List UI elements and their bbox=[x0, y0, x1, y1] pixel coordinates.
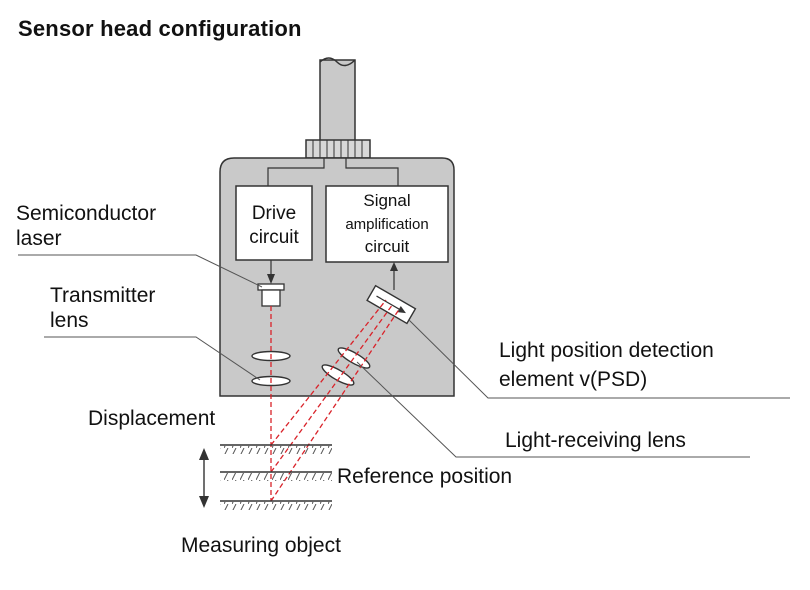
semiconductor-laser-body bbox=[261, 289, 281, 307]
drive-circuit-label-2: circuit bbox=[249, 227, 299, 248]
connector bbox=[305, 139, 371, 159]
laser-beams bbox=[270, 299, 401, 502]
measuring-object-label: Measuring object bbox=[181, 534, 341, 557]
semiconductor-laser-label-2: laser bbox=[16, 227, 62, 250]
signal-amplification-circuit-box bbox=[325, 185, 449, 263]
psd-element bbox=[366, 284, 417, 325]
receiving-lens-lower bbox=[321, 364, 355, 386]
psd-label-2: element v(PSD) bbox=[499, 368, 647, 391]
drive-arrow-head bbox=[267, 274, 275, 284]
drive-circuit-label-1: Drive bbox=[252, 203, 296, 224]
signal-circuit-label-1: Signal bbox=[363, 191, 410, 210]
diagram-title: Sensor head configuration bbox=[18, 16, 302, 41]
circuit-wiring bbox=[267, 158, 399, 186]
reference-position-label: Reference position bbox=[337, 465, 512, 488]
semiconductor-laser-label-1: Semiconductor bbox=[16, 202, 156, 225]
transmitter-lens-label-1: Transmitter bbox=[50, 284, 155, 307]
cable bbox=[319, 59, 356, 143]
signal-circuit-label-3: circuit bbox=[365, 237, 410, 256]
displacement-arrow bbox=[199, 448, 209, 508]
displacement-label: Displacement bbox=[88, 407, 215, 430]
leader-lines bbox=[18, 254, 790, 458]
transmitter-lens-label-2: lens bbox=[50, 309, 89, 332]
connector-ribs bbox=[312, 140, 363, 158]
psd-label-1: Light position detection bbox=[499, 339, 714, 362]
signal-arrow-head bbox=[390, 262, 398, 271]
drive-circuit-box bbox=[235, 185, 313, 261]
light-receiving-lens-label: Light-receiving lens bbox=[505, 429, 686, 452]
measuring-surfaces bbox=[220, 444, 332, 510]
signal-circuit-label-2: amplification bbox=[345, 216, 428, 233]
cable-end bbox=[319, 57, 356, 67]
